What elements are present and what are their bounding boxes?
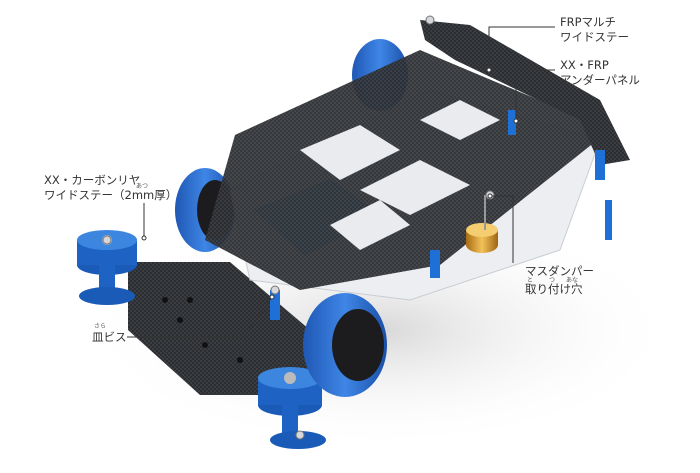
callout-line-2: 取り付け穴 bbox=[525, 282, 583, 296]
callout-xx-carbon-rear-wide-stay: XX・カーボンリヤ ワイドステー（2mm厚） あつ bbox=[44, 173, 177, 203]
frp-multi-wide-stay bbox=[420, 20, 630, 165]
aluminum-posts bbox=[270, 110, 612, 320]
callout-countersunk-screw: 皿ビス さら bbox=[92, 324, 127, 345]
mass-damper bbox=[466, 195, 498, 253]
rear-wide-stay bbox=[128, 262, 310, 395]
callout-line-1: マスダンパー bbox=[525, 264, 594, 278]
roller-rear-right bbox=[258, 367, 326, 449]
ruby-ana: あな bbox=[566, 277, 579, 284]
callout-mass-damper-mount-hole: マスダンパー 取り付け穴 と つ あな bbox=[525, 264, 594, 297]
leader-lines bbox=[127, 26, 555, 338]
callout-frp-multi-wide-stay: FRPマルチ ワイドステー bbox=[560, 15, 629, 45]
leader-dots bbox=[141, 67, 519, 300]
callout-line-1: FRPマルチ bbox=[560, 15, 617, 29]
ruby-to: と bbox=[527, 277, 534, 284]
ruby-atsu: あつ bbox=[136, 183, 149, 190]
wheel-rear-right bbox=[303, 293, 387, 397]
callout-line-1: 皿ビス bbox=[92, 330, 127, 344]
callout-line-1: XX・FRP bbox=[560, 58, 609, 72]
callout-line-2: アンダーパネル bbox=[560, 73, 640, 87]
ruby-sara: さら bbox=[94, 323, 107, 330]
callout-line-2: ワイドステー（2mm厚） bbox=[44, 188, 178, 202]
callout-xx-frp-under-panel: XX・FRP アンダーパネル bbox=[560, 58, 640, 88]
callout-line-1: XX・カーボンリヤ bbox=[44, 173, 141, 187]
callout-line-2: ワイドステー bbox=[560, 30, 629, 44]
ruby-tsu: つ bbox=[549, 277, 556, 284]
